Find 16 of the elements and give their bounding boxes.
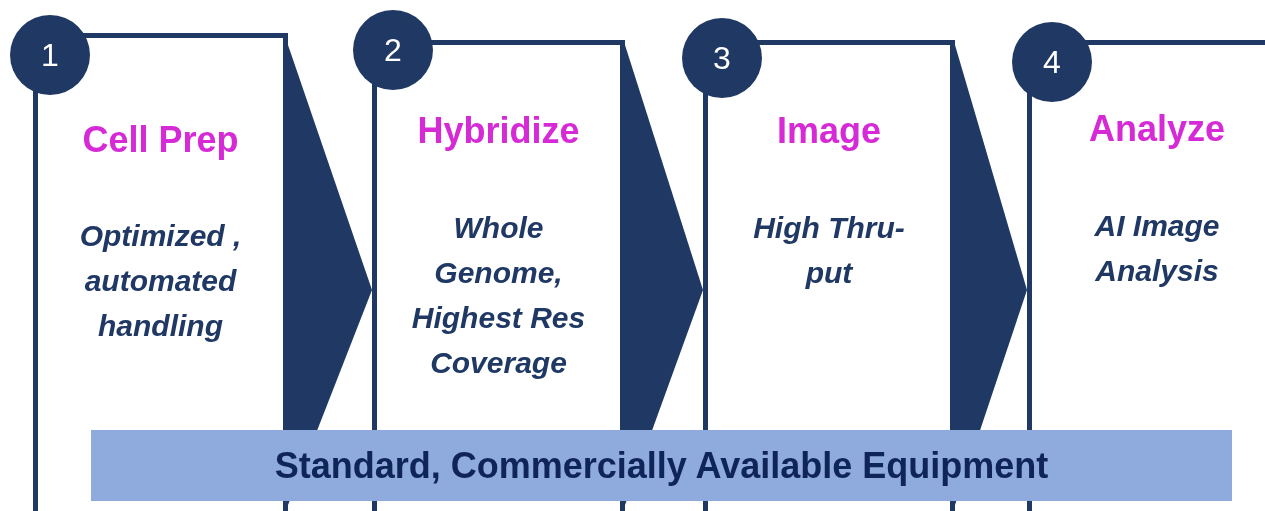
- chevron-arrow: [288, 45, 372, 505]
- step-title: Image: [775, 111, 882, 151]
- step-number: 4: [1012, 22, 1092, 102]
- step-title: Cell Prep: [81, 120, 240, 160]
- banner: Standard, Commercially Available Equipment: [91, 430, 1232, 501]
- chevron-arrow: [625, 45, 703, 505]
- step-title: Analyze: [1087, 109, 1227, 149]
- step-number: 2: [353, 10, 433, 90]
- step-number: 3: [682, 18, 762, 98]
- step-description: Optimized , automated handling: [78, 218, 243, 344]
- chevron-arrow: [955, 45, 1027, 505]
- step-title: Hybridize: [416, 111, 581, 151]
- step-description: Whole Genome, Highest Res Coverage: [410, 210, 587, 381]
- step-description: AI Image Analysis: [1093, 208, 1221, 289]
- step-description: High Thru-put: [752, 210, 906, 291]
- step-number: 1: [10, 15, 90, 95]
